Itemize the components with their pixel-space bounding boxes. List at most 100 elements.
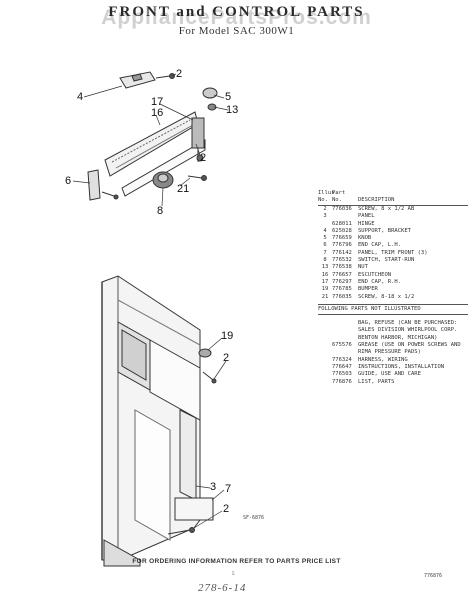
screw-bottom-part xyxy=(167,527,195,535)
callout-5: 5 xyxy=(225,91,232,103)
parts-row: 3 PANEL xyxy=(318,213,468,220)
header-ill-no: Illus. No. xyxy=(318,190,338,203)
callout-2: 2 xyxy=(223,503,230,515)
support-bracket-part xyxy=(119,71,156,89)
cell-description: INSTRUCTIONS, INSTALLATION xyxy=(358,363,445,370)
switch-bracket-part xyxy=(191,117,205,162)
handwritten-note: 278-6-14 xyxy=(198,582,247,594)
callout-17: 17 xyxy=(151,96,164,108)
callout-2: 2 xyxy=(223,352,230,364)
cell-ill-no: 21 xyxy=(321,293,329,300)
cell-description: END CAP, L.H. xyxy=(358,242,402,249)
cell-spacer xyxy=(318,342,332,357)
cell-ill-no: 4 xyxy=(323,227,327,234)
parts-list-header: Illus. No. Part No. DESCRIPTION xyxy=(318,190,468,206)
extra-parts-row: 776876 LIST, PARTS xyxy=(318,379,468,386)
start-run-switch-part xyxy=(152,171,174,189)
knob-part xyxy=(202,87,218,111)
callout-6: 6 xyxy=(65,175,72,187)
callout-4: 4 xyxy=(77,91,84,103)
trim-front-part xyxy=(174,497,214,521)
cell-part-no: 776785 xyxy=(332,286,352,293)
cell-ill-no: 19 xyxy=(321,286,329,293)
cell-part-no: 776876 xyxy=(332,378,352,385)
end-cap-lh-part xyxy=(87,169,119,201)
cell-description: GREASE (USE ON POWER SCREWS AND RIMA PRE… xyxy=(358,342,461,356)
cell-ill-no: 7 xyxy=(323,249,327,256)
extra-parts-row: 776503 GUIDE, USE AND CARE xyxy=(318,371,468,378)
cell-part-no: 776647 xyxy=(332,363,352,370)
cell-part-no: 675576 xyxy=(332,342,352,349)
cell-description: PANEL xyxy=(358,213,375,220)
watermark: AppliancePartsPros.com xyxy=(101,6,372,29)
cell-part-no: 776324 xyxy=(332,356,352,363)
cell-spacer xyxy=(318,320,332,342)
cell-ill-no: 2 xyxy=(323,206,327,212)
cell-description: KNOB xyxy=(358,235,372,242)
cell-ill-no: 5 xyxy=(323,235,327,242)
extra-parts-row: BAG, REFUSE (CAN BE PURCHASED: SALES DIV… xyxy=(318,320,468,342)
callout-16: 16 xyxy=(151,107,164,119)
cell-description: GUIDE, USE AND CARE xyxy=(358,371,421,378)
cell-spacer xyxy=(318,371,332,378)
header-description: DESCRIPTION xyxy=(358,196,395,203)
cell-part-no: 776035 xyxy=(332,293,352,300)
cell-ill-no: 13 xyxy=(321,264,329,271)
bumper-part xyxy=(198,348,212,358)
parts-row: 2 776036 SCREW, 8 x 1/2 AB xyxy=(318,206,468,213)
cell-part-no: 776538 xyxy=(332,264,352,271)
page-title: FRONT and CONTROL PARTS xyxy=(108,4,365,20)
cell-description: LIST, PARTS xyxy=(358,378,395,385)
cell-ill-no: 6 xyxy=(323,242,327,249)
figure-code: SF-6876 xyxy=(243,515,265,521)
cell-part-no: 776503 xyxy=(332,371,352,378)
cell-description: SCREW, 8-18 x 1/2 xyxy=(358,293,415,300)
extra-parts-row: 776647 INSTRUCTIONS, INSTALLATION xyxy=(318,364,468,371)
callout-2: 2 xyxy=(176,68,183,80)
callout-8: 8 xyxy=(157,205,164,217)
cell-part-no: 776036 xyxy=(332,206,352,212)
cell-spacer xyxy=(318,357,332,364)
cell-description: SCREW, 8 x 1/2 AB xyxy=(358,206,415,212)
cell-description: HINGE xyxy=(358,220,375,227)
cell-description: BUMPER xyxy=(358,286,378,293)
not-illustrated-heading: FOLLOWING PARTS NOT ILLUSTRATED xyxy=(318,303,468,316)
cell-ill-no: 3 xyxy=(323,213,327,220)
cell-description: NUT xyxy=(358,264,368,271)
page-number: 5 xyxy=(232,572,235,577)
parts-row: 6 776796 END CAP, L.H. xyxy=(318,242,468,249)
cell-description: SWITCH, START-RUN xyxy=(358,257,415,264)
cell-part-no xyxy=(332,213,358,220)
cell-part-no: 776796 xyxy=(332,242,352,249)
leader-lines-top xyxy=(72,73,229,207)
cell-ill-no: 8 xyxy=(323,257,327,264)
page-subtitle: For Model SAC 300W1 xyxy=(178,25,295,37)
callout-2: 2 xyxy=(200,152,207,164)
callout-21: 21 xyxy=(177,183,190,195)
cell-ill-no xyxy=(318,221,332,228)
extra-parts-row: 675576 GREASE (USE ON POWER SCREWS AND RI… xyxy=(318,342,468,357)
callout-19: 19 xyxy=(221,330,234,342)
callout-3: 3 xyxy=(210,481,217,493)
cell-description: SUPPORT, BRACKET xyxy=(358,227,411,234)
cell-part-no: 776657 xyxy=(332,271,352,278)
screw-21-part xyxy=(187,175,207,181)
cabinet-frame xyxy=(101,275,201,567)
screw-part xyxy=(155,73,175,79)
cell-description: BAG, REFUSE (CAN BE PURCHASED: SALES DIV… xyxy=(358,320,458,341)
cell-spacer xyxy=(318,379,332,386)
extra-parts-rows: BAG, REFUSE (CAN BE PURCHASED: SALES DIV… xyxy=(318,320,468,386)
cell-description: END CAP, R.H. xyxy=(358,278,402,285)
doc-number: 776876 xyxy=(424,573,443,579)
